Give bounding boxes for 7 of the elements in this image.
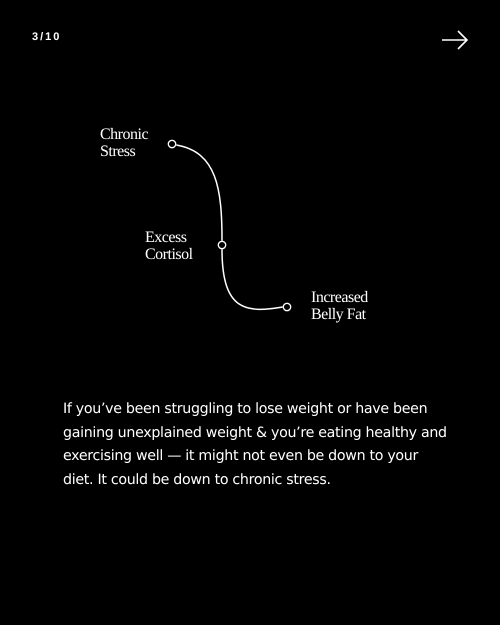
connector-line xyxy=(221,249,283,310)
connector-line xyxy=(176,144,223,241)
page-number: 3/10 xyxy=(32,31,62,43)
node-label: Increased Belly Fat xyxy=(311,289,369,323)
node-label: Excess Cortisol xyxy=(145,229,194,263)
body-paragraph: If you’ve been struggling to lose weight or have been gaining unexplained weight & you’re eating healthy and exercising well — it might not even be down to your diet. It could be down to chronic stress. xyxy=(63,400,448,490)
node-label: Chronic Stress xyxy=(100,126,150,160)
